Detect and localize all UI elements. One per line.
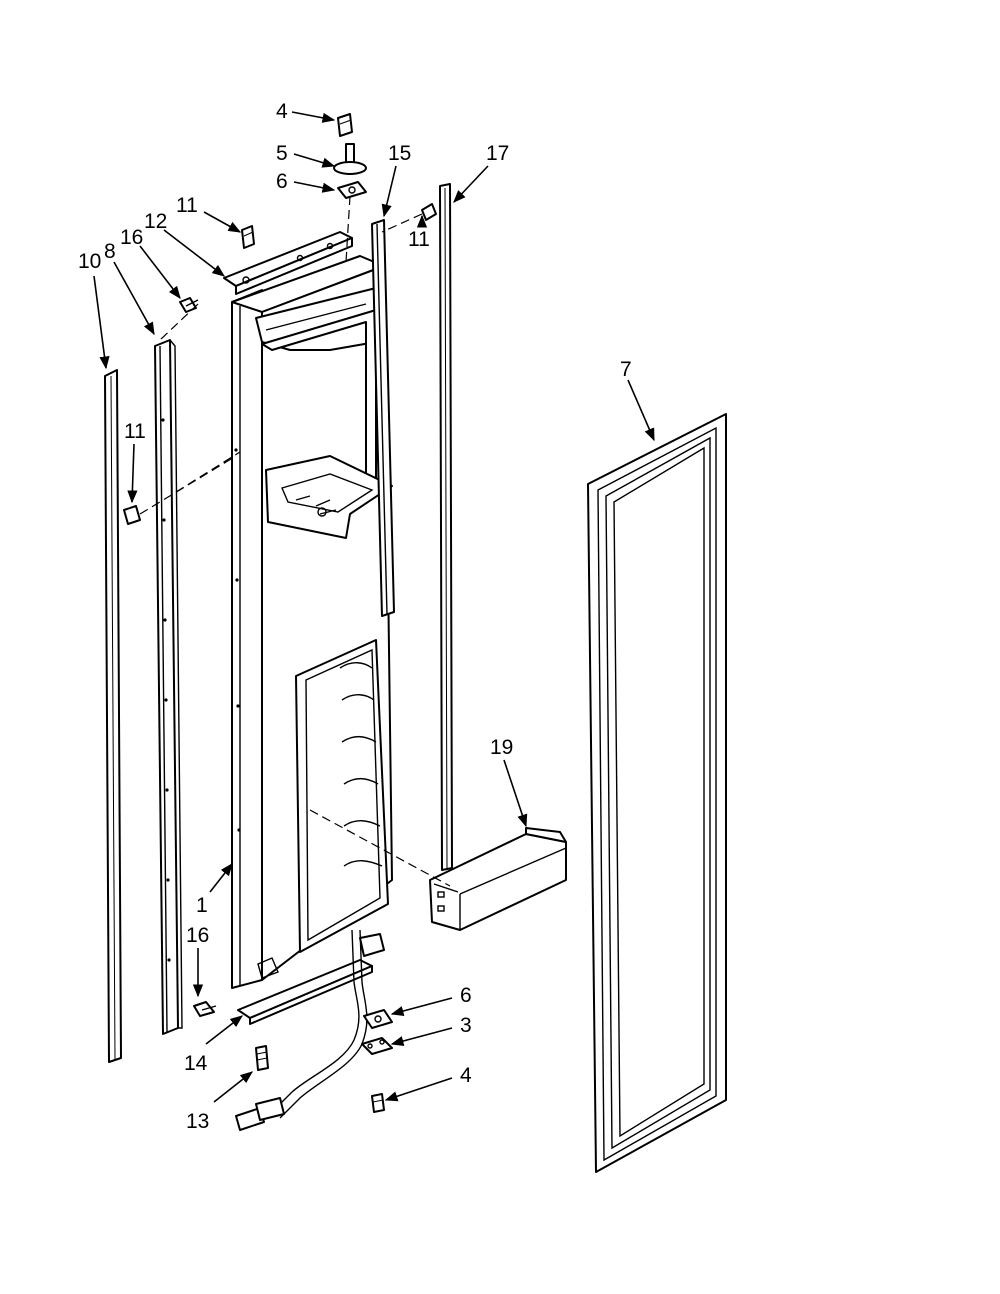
part-7-door-gasket: [587, 413, 727, 1173]
callout-11-right: 11: [408, 228, 430, 251]
callout-labels: 4 5 6 15 17 11 11 12 16 8 10 11 7 19 1 1…: [78, 100, 632, 1133]
callout-12: 12: [144, 210, 167, 233]
part-13-bushing: [255, 1045, 269, 1071]
part-17-trim-strip: [439, 183, 453, 871]
callout-13: 13: [186, 1110, 209, 1133]
part-4-screw-bottom: [371, 1093, 385, 1113]
callout-10: 10: [78, 250, 101, 273]
wire-harness: [235, 929, 368, 1131]
callout-6-top: 6: [276, 170, 288, 193]
callout-16-bottom: 16: [186, 924, 209, 947]
callout-4-bottom: 4: [460, 1064, 472, 1087]
callout-1: 1: [196, 894, 208, 917]
callout-19: 19: [490, 736, 513, 759]
part-3-hinge-plate: [361, 1037, 393, 1055]
part-6-shim-top: [337, 181, 367, 199]
part-10-trim-strip: [104, 369, 122, 1063]
callout-14: 14: [184, 1052, 208, 1075]
callout-16-top: 16: [120, 226, 143, 249]
lower-shelf-area: [295, 639, 389, 953]
callout-8: 8: [104, 240, 116, 263]
part-1-door-panel: [231, 255, 393, 989]
part-5-hinge-pin: [333, 143, 367, 175]
callout-15: 15: [388, 142, 411, 165]
part-8-channel-strip: [154, 339, 183, 1035]
part-11-screw-top: [241, 225, 255, 249]
callout-4-top: 4: [276, 100, 288, 123]
part-16-clip-bottom: [193, 1001, 217, 1017]
part-11-screw-left: [123, 455, 237, 525]
panel-side-holes: [234, 448, 241, 832]
part-12-hinge-bracket: [223, 231, 353, 295]
callout-7: 7: [620, 358, 632, 381]
callout-6-bottom: 6: [460, 984, 472, 1007]
callout-17: 17: [486, 142, 509, 165]
callout-3: 3: [460, 1014, 472, 1037]
top-hinge-hardware: [333, 113, 367, 263]
part-14-bottom-bracket: [237, 933, 385, 1025]
part-15-side-channel: [371, 219, 395, 617]
part-19-bottom-cover: [429, 827, 567, 931]
channel-strip-holes: [161, 418, 171, 962]
part-6-shim-bottom: [363, 1009, 393, 1029]
callout-11-top: 11: [176, 194, 198, 217]
callout-leaders: [93, 111, 655, 1103]
callout-11-left: 11: [124, 420, 146, 443]
part-4-screw-top: [337, 113, 353, 137]
callout-5: 5: [276, 142, 288, 165]
part-16-clip-top: [159, 297, 199, 341]
